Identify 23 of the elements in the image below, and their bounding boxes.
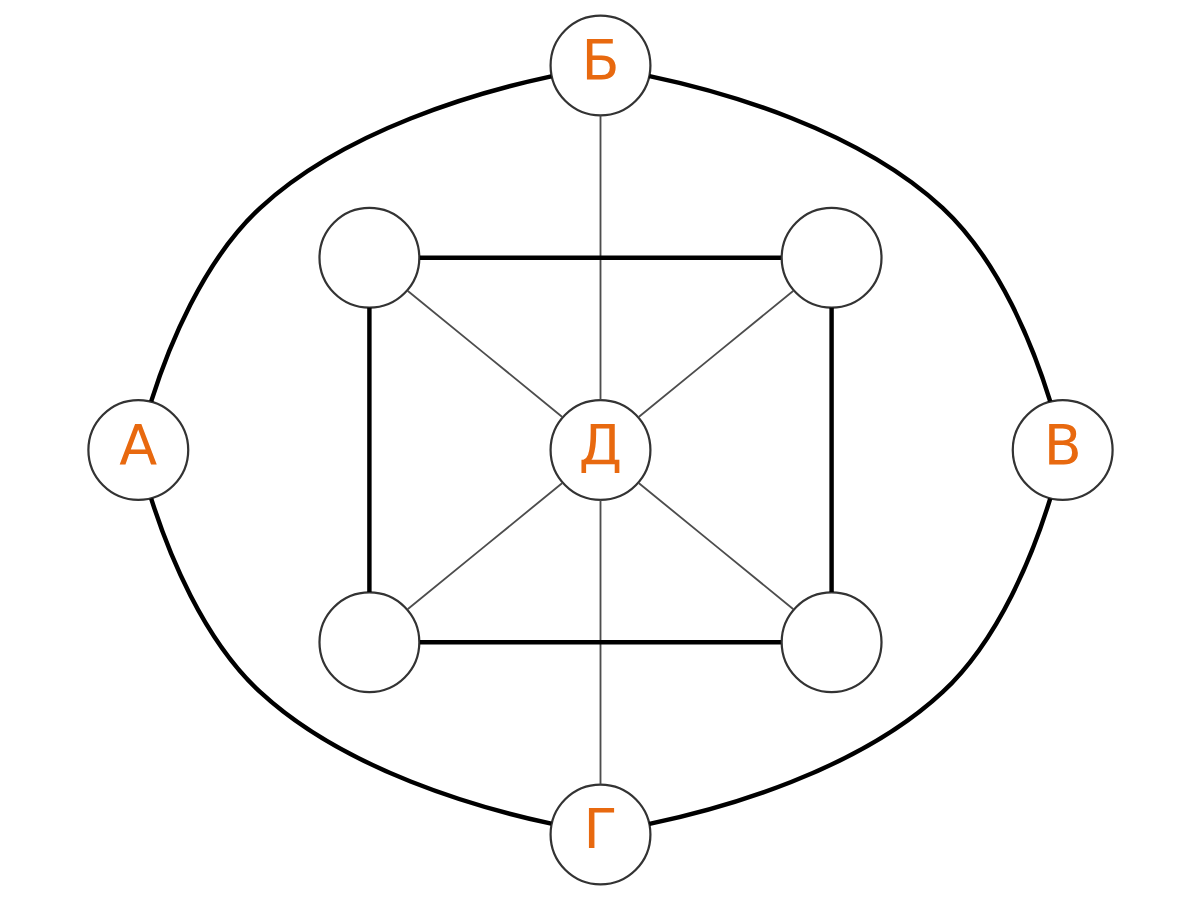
node-circle: Б: [548, 14, 652, 117]
node-circle: [317, 591, 420, 694]
connector: [637, 482, 794, 611]
connector: [419, 255, 781, 260]
connector: [599, 114, 601, 401]
connector: [648, 73, 1052, 403]
node-circle: Д: [548, 398, 652, 502]
connector: [637, 289, 794, 418]
node-circle: [780, 591, 883, 694]
connector: [148, 497, 552, 826]
connector: [366, 307, 372, 592]
connector: [419, 640, 781, 645]
connector: [148, 74, 552, 403]
connector: [599, 499, 601, 786]
connector: [406, 482, 563, 611]
node-circle: [780, 206, 883, 309]
node-circle: [317, 206, 420, 309]
node-circle: А: [86, 398, 189, 502]
connector: [828, 307, 834, 592]
connector: [648, 497, 1052, 827]
node-circle: В: [1011, 398, 1114, 502]
connector: [406, 289, 563, 418]
node-circle: Г: [548, 783, 652, 886]
